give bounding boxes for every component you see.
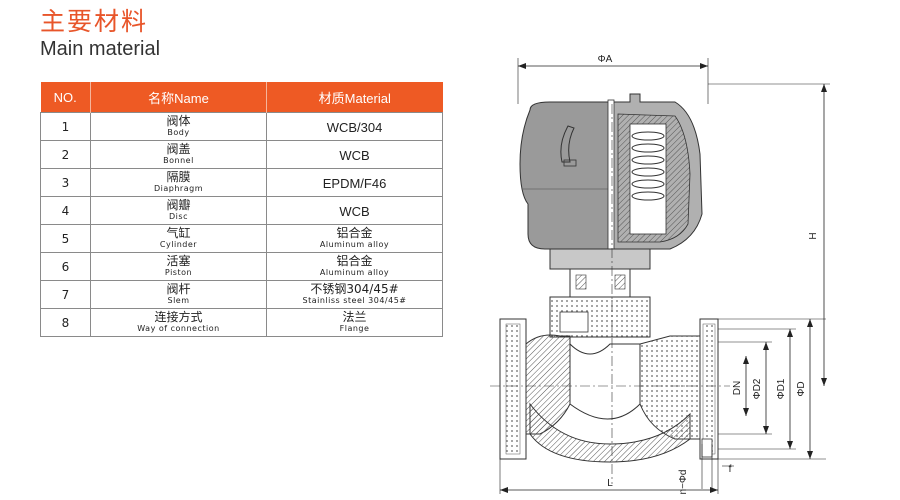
row-name-cn: 连接方式 <box>154 310 203 324</box>
label-dn: DN <box>732 381 743 395</box>
row-material-en: Stainliss steel 304/45# <box>302 296 407 305</box>
row-material-value: WCB <box>339 204 370 219</box>
row-no: 2 <box>40 140 91 169</box>
row-name-en: Piston <box>164 268 193 277</box>
row-material: WCB <box>266 196 443 225</box>
row-name-en: Body <box>167 128 190 137</box>
valve-drawing: ΦA <box>490 54 830 494</box>
row-material: WCB/304 <box>266 112 443 141</box>
row-name-cn: 阀盖 <box>166 142 191 156</box>
dim-phi-d: ΦD <box>718 318 826 460</box>
header-material: 材质Material <box>266 82 443 113</box>
row-material-value: 法兰 <box>342 310 367 324</box>
actuator <box>519 93 703 298</box>
label-phi-d1: ΦD1 <box>776 378 787 399</box>
row-no: 7 <box>40 280 91 309</box>
row-no: 1 <box>40 112 91 141</box>
row-material-value: 铝合金 <box>336 254 373 268</box>
dim-phi-d1: ΦD1 <box>718 328 796 450</box>
dim-phi-a: ΦA <box>517 54 709 104</box>
label-phi-d2: ΦD2 <box>752 378 763 399</box>
table-header-row: NO. 名称Name 材质Material <box>40 82 443 113</box>
row-name-cn: 隔膜 <box>166 170 191 184</box>
row-name-cn: 活塞 <box>166 254 191 268</box>
row-name-en: Disc <box>169 212 188 221</box>
row-name-en: Way of connection <box>137 324 220 333</box>
label-f: f <box>729 464 732 475</box>
row-no: 5 <box>40 224 91 253</box>
dim-n-phi-d: n−Φd <box>678 444 713 494</box>
row-name-cn: 气缸 <box>166 226 191 240</box>
row-material-value: WCB/304 <box>326 120 383 135</box>
row-no: 6 <box>40 252 91 281</box>
row-name-cn: 阀瓣 <box>166 198 191 212</box>
row-material-en: Flange <box>339 324 370 333</box>
row-material-value: 不锈钢304/45# <box>310 282 399 296</box>
row-name-cn: 阀杆 <box>166 282 191 296</box>
row-material-en: Aluminum alloy <box>319 240 390 249</box>
label-l: L <box>607 478 613 489</box>
label-n-phi-d: n−Φd <box>678 470 689 494</box>
label-phi-d: ΦD <box>796 381 807 396</box>
row-material: 不锈钢304/45#Stainliss steel 304/45# <box>266 280 443 309</box>
dim-phi-d2: ΦD2 <box>718 341 772 435</box>
row-name-en: Diaphragm <box>153 184 203 193</box>
row-material: WCB <box>266 140 443 169</box>
row-name-en: Slem <box>167 296 190 305</box>
label-h: H <box>808 232 819 239</box>
row-material-value: EPDM/F46 <box>322 176 387 191</box>
row-material-value: WCB <box>339 148 370 163</box>
dim-f: f <box>717 459 734 475</box>
row-material-value: 铝合金 <box>336 226 373 240</box>
row-name-cn: 阀体 <box>166 114 191 128</box>
dim-dn: DN <box>732 356 749 416</box>
dim-l: L <box>499 459 719 494</box>
header-name: 名称Name <box>90 82 268 113</box>
row-material: EPDM/F46 <box>266 168 443 197</box>
label-phi-a: ΦA <box>598 54 613 65</box>
page-title-cn: 主要材料 <box>40 7 149 36</box>
row-name-en: Cylinder <box>159 240 198 249</box>
valve-body <box>490 104 730 484</box>
row-no: 8 <box>40 308 91 337</box>
row-material-en: Aluminum alloy <box>319 268 390 277</box>
header-no: NO. <box>40 82 91 113</box>
row-no: 4 <box>40 196 91 225</box>
dim-h: H <box>708 83 830 386</box>
row-name-en: Bonnel <box>163 156 194 165</box>
row-no: 3 <box>40 168 91 197</box>
page-title-en: Main material <box>40 38 161 60</box>
